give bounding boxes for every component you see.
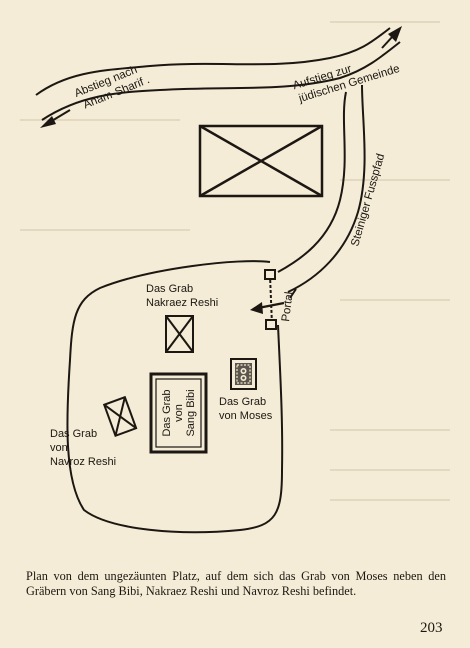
label-moses-line-2: von Moses (219, 410, 273, 422)
portal-gate (250, 269, 297, 330)
ascent-arrow (381, 26, 402, 49)
label-ascent: Aufstieg zur jüdischen Gemeinde (291, 63, 401, 105)
figure-caption: Plan von dem ungezäunten Platz, auf dem … (26, 569, 446, 598)
label-sangbibi-line-1: Das Grab (161, 389, 173, 436)
label-sangbibi-line-2: von (173, 404, 185, 422)
label-footpath: Steiniger Fusspfad (349, 152, 387, 247)
label-moses: Das Grab von Moses (219, 396, 273, 422)
label-portal: Portal (280, 291, 296, 322)
label-moses-line-1: Das Grab (219, 396, 266, 408)
page-number: 203 (420, 620, 443, 636)
label-sangbibi-line-3: Sang Bibi (185, 389, 197, 436)
label-nakraez-line-2: Nakraez Reshi (146, 297, 218, 309)
site-plan-map: Abstieg nach Aham-Sharif . Aufstieg zur … (20, 21, 450, 534)
upper-road (35, 27, 401, 121)
grave-moses (230, 358, 257, 390)
descent-arrow (40, 109, 71, 128)
label-navroz-line-2: von (50, 442, 68, 454)
label-navroz-line-1: Das Grab (50, 428, 97, 440)
bleed-through-lines (20, 21, 450, 501)
label-navroz-line-3: Navroz Reshi (50, 456, 116, 468)
label-navroz: Das Grab von Navroz Reshi (50, 428, 116, 468)
label-nakraez: Das Grab Nakraez Reshi (146, 283, 218, 309)
grave-nakraez-reshi (165, 315, 194, 353)
large-structure (198, 124, 324, 198)
grave-sang-bibi (149, 372, 208, 454)
grave-navroz-reshi (102, 395, 138, 438)
stone-footpath (277, 84, 366, 293)
site-outline (66, 260, 284, 534)
label-sangbibi: Das Grab von Sang Bibi (161, 389, 197, 436)
label-nakraez-line-1: Das Grab (146, 283, 193, 295)
